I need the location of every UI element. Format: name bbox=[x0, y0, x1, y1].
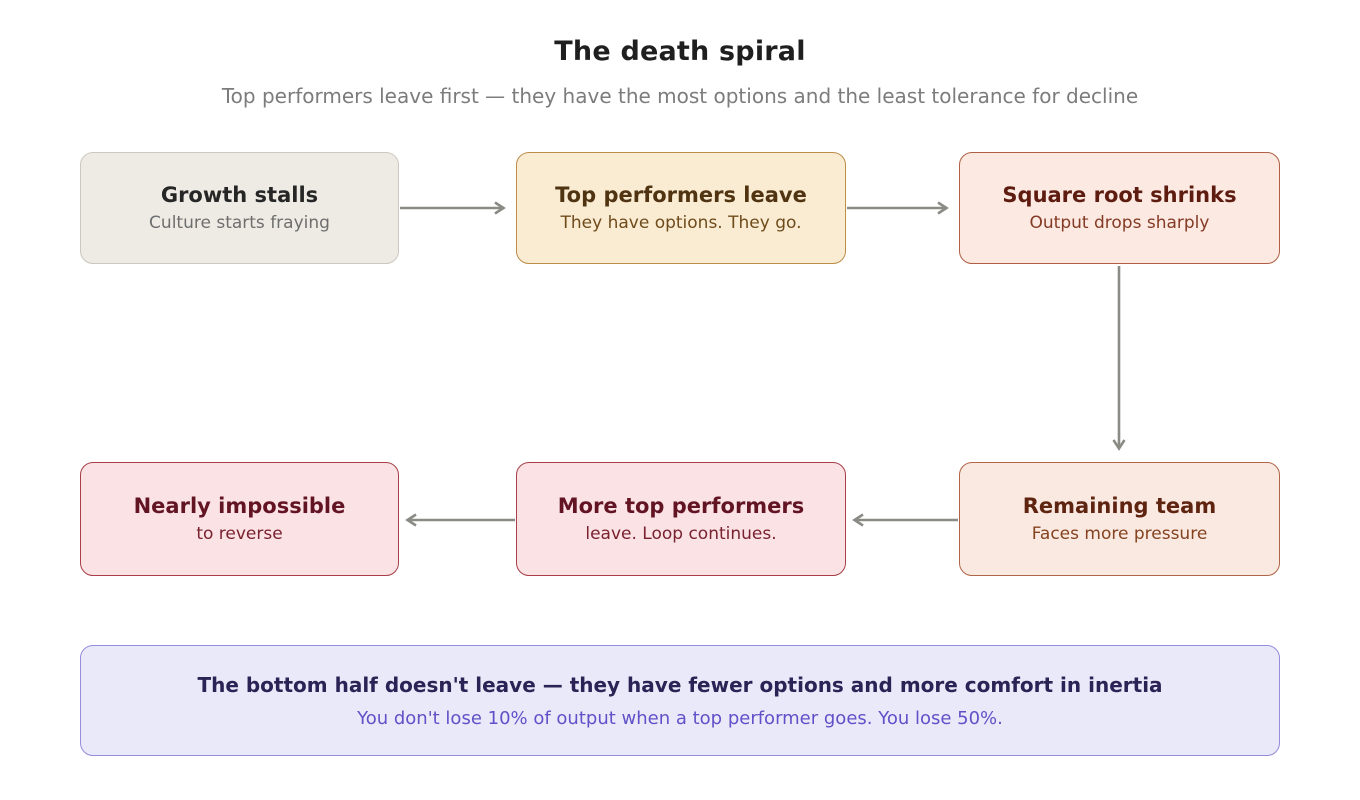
node-title: Remaining team bbox=[1022, 493, 1217, 518]
node-top-performers-leave: Top performers leave They have options. … bbox=[516, 152, 846, 264]
node-more-top-performers: More top performers leave. Loop continue… bbox=[516, 462, 846, 576]
callout-subtitle: You don't lose 10% of output when a top … bbox=[357, 707, 1003, 729]
page-subtitle: Top performers leave first — they have t… bbox=[221, 84, 1139, 108]
node-title: Growth stalls bbox=[160, 182, 319, 207]
node-subtitle: Output drops sharply bbox=[1029, 212, 1210, 233]
node-subtitle: to reverse bbox=[196, 523, 283, 544]
page-title: The death spiral bbox=[554, 36, 806, 67]
node-subtitle: Culture starts fraying bbox=[149, 212, 330, 233]
node-title: Top performers leave bbox=[555, 182, 807, 207]
callout-title: The bottom half doesn't leave — they hav… bbox=[197, 672, 1163, 697]
node-remaining-team: Remaining team Faces more pressure bbox=[959, 462, 1280, 576]
callout-bottom-half: The bottom half doesn't leave — they hav… bbox=[80, 645, 1280, 756]
node-title: Nearly impossible bbox=[133, 493, 346, 518]
node-title: Square root shrinks bbox=[1002, 182, 1237, 207]
node-growth-stalls: Growth stalls Culture starts fraying bbox=[80, 152, 399, 264]
node-subtitle: They have options. They go. bbox=[560, 212, 802, 233]
node-nearly-impossible: Nearly impossible to reverse bbox=[80, 462, 399, 576]
node-subtitle: leave. Loop continues. bbox=[585, 523, 777, 544]
node-title: More top performers bbox=[557, 493, 805, 518]
node-square-root-shrinks: Square root shrinks Output drops sharply bbox=[959, 152, 1280, 264]
node-subtitle: Faces more pressure bbox=[1031, 523, 1208, 544]
